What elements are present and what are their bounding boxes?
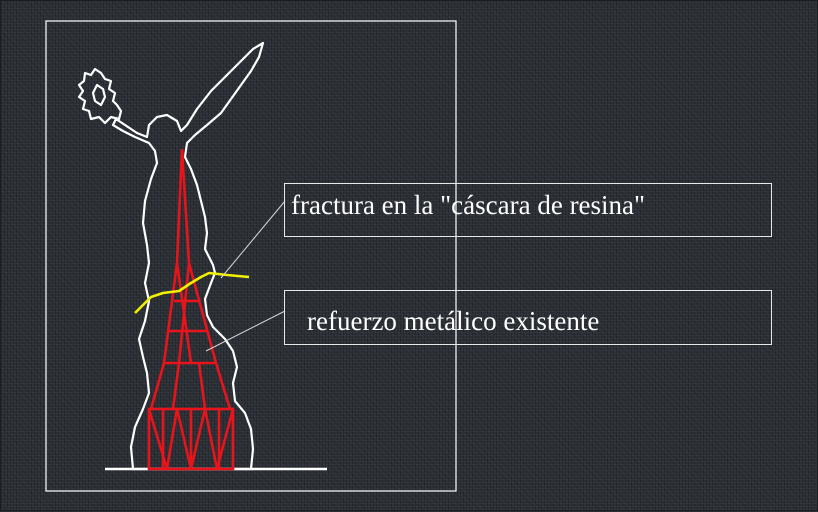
drawing-frame [45,20,457,492]
fracture-line [134,271,250,314]
metal-reinforcement [147,148,235,471]
fracture-leader-line [220,200,286,279]
laurel-wreath [77,67,123,125]
reinforcement-label: refuerzo metálico existente [284,290,772,345]
statue-outline [111,41,265,471]
reinforcement-label-text: refuerzo metálico existente [307,306,600,336]
reinforcement-leader-line [205,310,286,352]
fracture-label: fractura en la "cáscara de resina" [284,183,772,237]
fracture-label-text: fractura en la "cáscara de resina" [291,190,646,220]
